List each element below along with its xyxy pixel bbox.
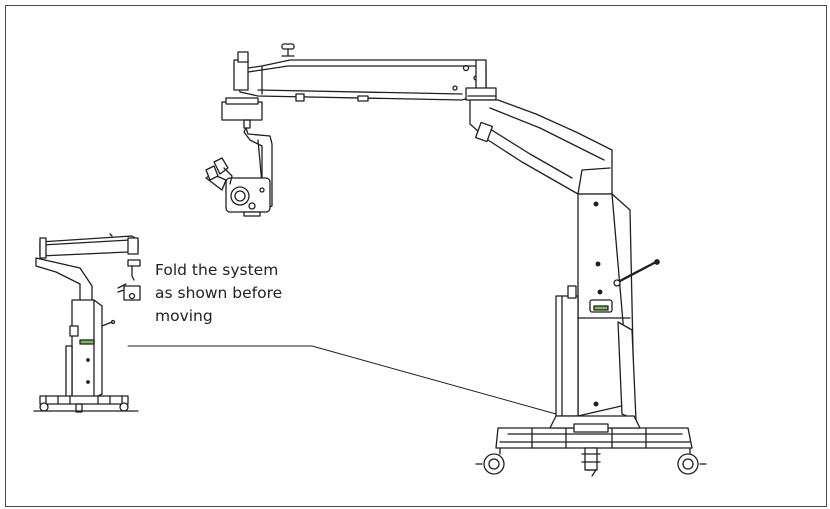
caption-line-3: moving [155,307,213,325]
lower-column [555,193,660,421]
caster-wheels [475,447,707,477]
folded-base [33,395,139,413]
column-joint [465,87,497,101]
upper-column [469,99,613,195]
stand-base [495,415,693,449]
caption-line-1: Fold the system [155,261,279,279]
callout-leader-line [127,345,557,415]
main-arm [233,43,487,102]
folded-lower-column [65,299,116,401]
microscope-head [205,97,273,217]
folded-microscope-head [117,259,141,301]
caption-line-2: as shown before [155,284,283,302]
folded-arm [39,233,139,259]
surgical-microscope-illustration [205,43,707,477]
folded-upper-column [35,257,93,305]
fold-instruction-caption: Fold the system as shown before moving [155,259,330,328]
folded-system-illustration [33,233,141,413]
